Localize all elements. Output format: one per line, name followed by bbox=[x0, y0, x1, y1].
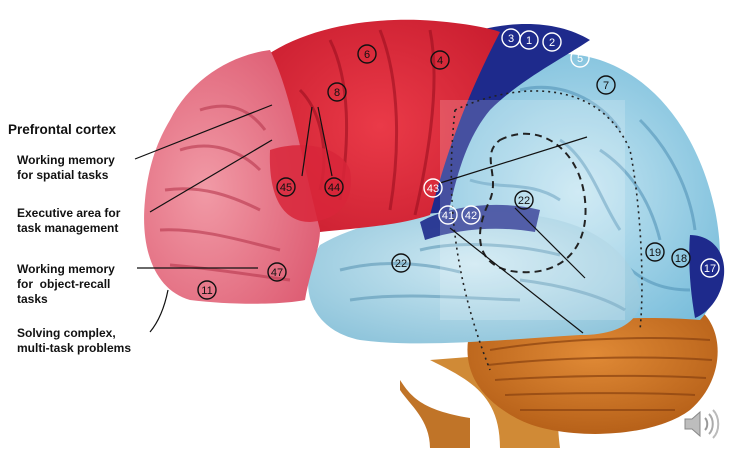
area-circle bbox=[596, 75, 616, 95]
area-circle bbox=[570, 48, 590, 68]
area-circle bbox=[276, 177, 296, 197]
label-object-recall: Working memory for object-recall tasks bbox=[17, 262, 115, 307]
area-circle bbox=[423, 178, 443, 198]
area-number: 4 bbox=[437, 55, 443, 67]
area-circle bbox=[671, 248, 691, 268]
area-circle bbox=[700, 258, 720, 278]
label-line: for object-recall bbox=[17, 277, 111, 291]
area-number: 1 bbox=[526, 35, 532, 47]
label-spatial-memory: Working memory for spatial tasks bbox=[17, 153, 115, 183]
label-line: multi-task problems bbox=[17, 341, 132, 355]
area-circle bbox=[645, 242, 665, 262]
speaker-icon[interactable] bbox=[681, 406, 725, 442]
leader-lines bbox=[134, 104, 588, 334]
area-circle bbox=[327, 82, 347, 102]
area-circle bbox=[514, 190, 534, 210]
area-number: 22 bbox=[518, 195, 530, 207]
area-circle bbox=[391, 253, 411, 273]
area-number: 47 bbox=[271, 267, 283, 279]
label-line: Working memory bbox=[17, 262, 115, 276]
area-number: 22 bbox=[395, 258, 407, 270]
area-number: 7 bbox=[603, 80, 609, 92]
area-number: 42 bbox=[465, 210, 477, 222]
area-number: 18 bbox=[675, 253, 687, 265]
label-line: task management bbox=[17, 221, 119, 235]
area-number: 41 bbox=[442, 210, 454, 222]
area-number: 45 bbox=[280, 182, 292, 194]
area-circle bbox=[519, 30, 539, 50]
area-circle bbox=[430, 50, 450, 70]
frontal-lobe bbox=[144, 50, 320, 304]
area-circle bbox=[357, 44, 377, 64]
area-number: 43 bbox=[427, 183, 439, 195]
label-line: Executive area for bbox=[17, 206, 121, 220]
area-circle bbox=[324, 177, 344, 197]
area-number: 2 bbox=[549, 37, 555, 49]
area-number: 3 bbox=[508, 33, 514, 45]
label-line: tasks bbox=[17, 292, 48, 306]
area-number: 5 bbox=[577, 53, 583, 65]
label-line: Solving complex, bbox=[17, 326, 116, 340]
temporal-lobe bbox=[308, 211, 641, 344]
area-number: 8 bbox=[334, 87, 340, 99]
area-circle bbox=[542, 32, 562, 52]
area-number: 17 bbox=[704, 263, 716, 275]
area-number: 6 bbox=[364, 49, 370, 61]
prefrontal-cortex-title: Prefrontal cortex bbox=[8, 122, 117, 137]
area-circle bbox=[267, 262, 287, 282]
label-executive-area: Executive area for task management bbox=[17, 206, 120, 236]
label-line: Working memory bbox=[17, 153, 115, 167]
area-number: 44 bbox=[328, 182, 340, 194]
label-complex-problems: Solving complex, multi-task problems bbox=[17, 326, 131, 356]
area-circle bbox=[461, 205, 481, 225]
area-number: 19 bbox=[649, 247, 661, 259]
area-circle bbox=[438, 205, 458, 225]
area-number: 11 bbox=[201, 285, 212, 297]
label-line: for spatial tasks bbox=[17, 168, 109, 182]
area-circle bbox=[197, 280, 217, 300]
